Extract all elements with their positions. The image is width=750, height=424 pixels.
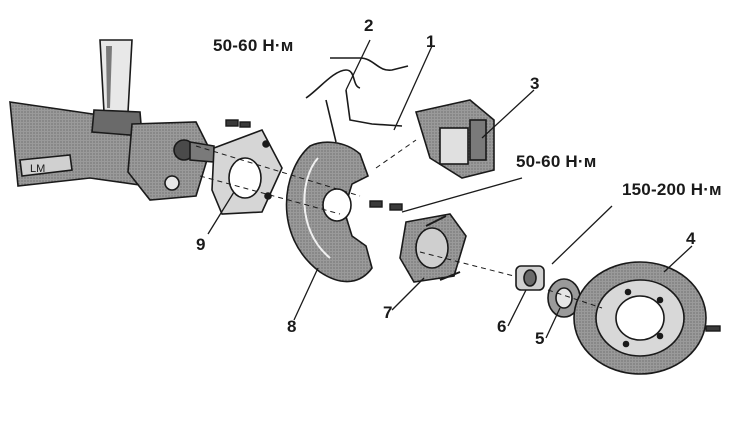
part-4-disc <box>573 261 707 375</box>
callout-6: 6 <box>497 317 507 336</box>
callout-3: 3 <box>530 74 540 93</box>
callout-8: 8 <box>287 317 297 336</box>
callout-7: 7 <box>383 303 393 322</box>
callout-2: 2 <box>364 16 374 35</box>
part-8-shield <box>285 141 373 283</box>
disc-screw <box>705 325 721 332</box>
torque-caliper-bolts: 50-60 Н·м <box>516 152 597 171</box>
leader-lines <box>207 39 693 339</box>
callout-9: 9 <box>196 235 206 254</box>
assembly-axes <box>195 139 603 309</box>
shield-bolts <box>225 119 251 128</box>
callout-5: 5 <box>535 329 545 348</box>
part-6-nut <box>515 265 545 291</box>
part-9-spacer <box>211 129 283 215</box>
part-3-caliper <box>414 99 495 179</box>
knuckle <box>127 121 215 201</box>
shock-absorber <box>91 39 143 137</box>
svg-text:LM: LM <box>30 163 45 175</box>
caliper-bolts <box>369 200 403 211</box>
brake-lines <box>305 57 409 143</box>
torque-hub-nut: 150-200 Н·м <box>622 180 722 199</box>
callout-1: 1 <box>426 32 436 51</box>
callout-4: 4 <box>686 229 696 248</box>
torque-shield-bolts: 50-60 Н·м <box>213 36 294 55</box>
part-7-hub <box>399 213 467 283</box>
